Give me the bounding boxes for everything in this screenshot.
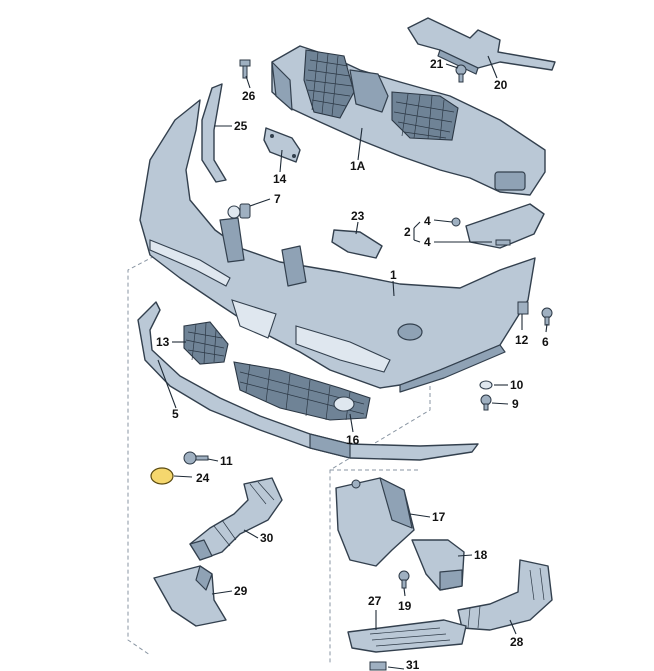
label-6: 6 <box>542 335 549 349</box>
part-23-strip <box>331 229 383 259</box>
label-23: 23 <box>351 209 365 223</box>
label-24: 24 <box>196 471 210 485</box>
part-24-cap <box>150 467 174 485</box>
assembly-guide-lines <box>127 239 431 665</box>
part-20-upper-bracket <box>407 17 556 75</box>
label-29: 29 <box>234 584 248 598</box>
label-1a: 1A <box>350 159 366 173</box>
part-25-side-strip <box>201 83 227 183</box>
part-6-screw <box>541 307 553 326</box>
part-1-bumper-cover <box>139 99 536 393</box>
label-30: 30 <box>260 531 274 545</box>
label-12: 12 <box>515 333 529 347</box>
part-5-spoiler-lip <box>137 301 479 461</box>
label-11: 11 <box>220 454 233 468</box>
part-17-wheel-arch-liner <box>335 477 415 567</box>
part-9-screw <box>480 394 492 411</box>
part-labels: 1 1A 2 4 4 5 6 7 9 10 11 12 13 14 16 17 … <box>156 57 549 671</box>
part-27-cover-plate <box>347 619 467 653</box>
part-14-bracket-plate <box>263 127 301 163</box>
label-31: 31 <box>406 658 420 671</box>
part-7-clip <box>227 203 251 219</box>
part-12-clip <box>517 301 529 315</box>
part-11-screw <box>183 451 209 465</box>
label-17: 17 <box>432 510 446 524</box>
part-31-clip <box>369 661 387 671</box>
part-28-air-duct <box>457 559 553 631</box>
leader-lines <box>157 55 548 670</box>
label-14: 14 <box>273 172 287 186</box>
label-5: 5 <box>172 407 179 421</box>
label-1: 1 <box>390 268 397 282</box>
label-10: 10 <box>510 378 524 392</box>
label-25: 25 <box>234 119 248 133</box>
part-10-washer <box>479 380 493 390</box>
label-28: 28 <box>510 635 524 649</box>
label-18: 18 <box>474 548 488 562</box>
label-16: 16 <box>346 433 360 447</box>
part-13-side-grille <box>183 321 229 365</box>
part-26-screw <box>239 59 251 79</box>
label-9: 9 <box>512 397 519 411</box>
part-29-air-duct <box>153 565 227 627</box>
part-1a-bumper-carrier <box>271 45 546 196</box>
label-4-lower: 4 <box>424 235 431 249</box>
part-2-side-guide <box>451 203 545 249</box>
label-19: 19 <box>398 599 412 613</box>
label-4-upper: 4 <box>424 214 431 228</box>
part-21-screw <box>455 64 467 83</box>
label-7: 7 <box>274 192 281 206</box>
label-13: 13 <box>156 335 170 349</box>
label-20: 20 <box>494 78 508 92</box>
part-18-bracket <box>411 539 465 591</box>
part-16-lower-grille <box>233 361 371 421</box>
label-21: 21 <box>430 57 444 71</box>
part-19-screw <box>398 570 410 589</box>
label-26: 26 <box>242 89 256 103</box>
label-27: 27 <box>368 594 382 608</box>
part-30-air-duct <box>189 477 283 561</box>
label-2: 2 <box>404 225 411 239</box>
